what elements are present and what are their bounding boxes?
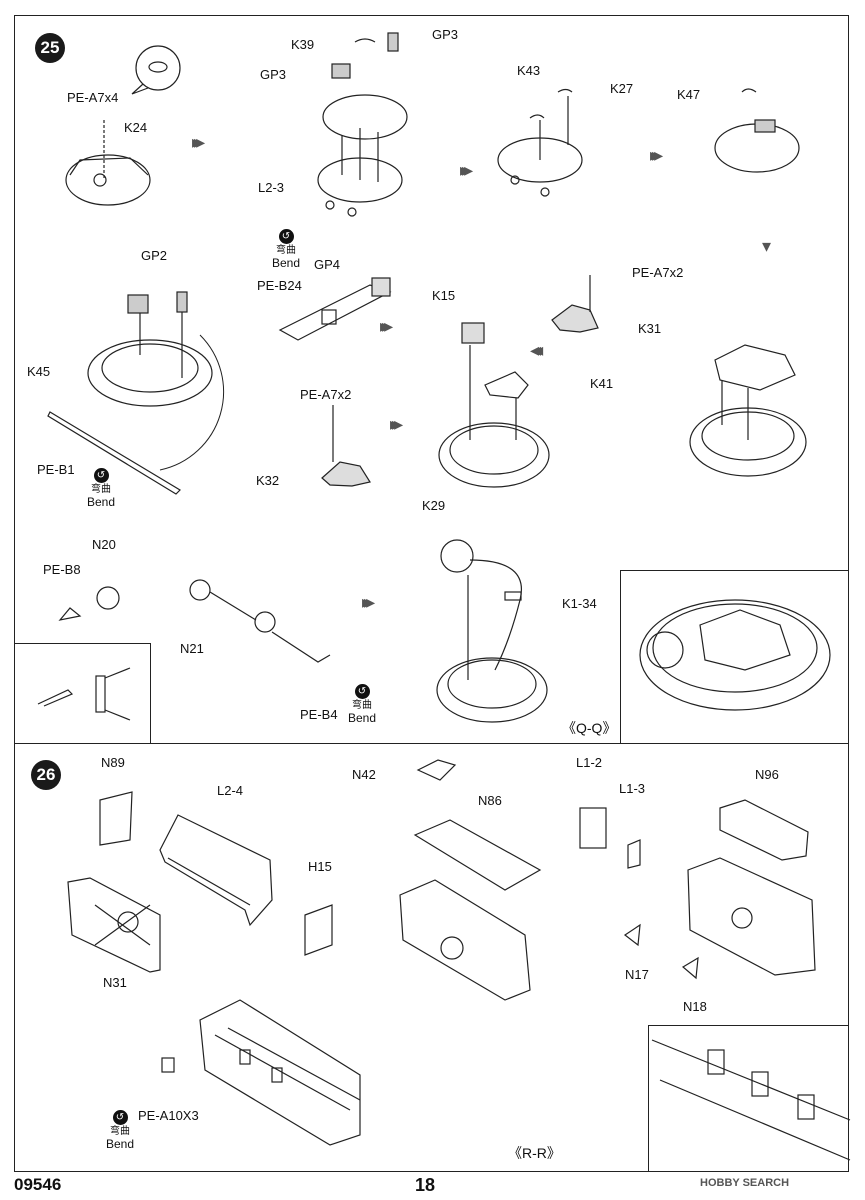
step-arrow: ▸▸▸ xyxy=(380,316,393,336)
n42-n86-box xyxy=(399,759,542,1001)
watermark: HOBBY SEARCH xyxy=(700,1177,790,1189)
bend-note: ↺ 弯曲 Bend xyxy=(86,468,116,509)
label-k29: K29 xyxy=(422,498,446,513)
label-pe-a7x2-left: PE-A7x2 xyxy=(300,387,352,402)
label-gp3-top: GP3 xyxy=(432,27,459,42)
turret-k47 xyxy=(714,88,800,173)
k32-part xyxy=(321,405,371,487)
label-k1-34: K1-34 xyxy=(562,596,597,611)
product-code: 09546 xyxy=(14,1175,62,1194)
step-arrow: ▸▸▸ xyxy=(192,132,205,152)
assembled-box-lower xyxy=(161,999,361,1146)
label-l2-3: L2-3 xyxy=(258,180,285,195)
step-arrow-down: ▾ xyxy=(762,236,771,256)
n31-bracket xyxy=(67,877,161,973)
bend-icon: ↺ xyxy=(278,229,294,244)
step-number-26: 26 xyxy=(31,760,61,790)
label-k15: K15 xyxy=(432,288,456,303)
bend-note: ↺ 弯曲 Bend xyxy=(347,684,377,725)
bend-detail-drawing xyxy=(37,667,131,721)
label-n20: N20 xyxy=(92,537,116,552)
turret-right-assembled xyxy=(689,344,807,477)
label-k41: K41 xyxy=(590,376,614,391)
section-label-qq: 《Q-Q》 xyxy=(562,720,617,736)
label-k32: K32 xyxy=(256,473,280,488)
gp4-assembly xyxy=(278,277,392,341)
turret-k43-k27 xyxy=(497,88,583,197)
k29-ring xyxy=(438,322,550,488)
n20-part xyxy=(58,586,120,621)
label-pe-a10x3: PE-A10X3 xyxy=(138,1108,199,1123)
label-gp2: GP2 xyxy=(141,248,168,263)
turret-part-k24 xyxy=(65,154,151,206)
bend-detail-inset xyxy=(14,643,151,744)
label-k27: K27 xyxy=(610,81,634,96)
qq-section-drawing xyxy=(639,599,831,711)
turret-ring-k45 xyxy=(87,291,225,471)
n89-panel xyxy=(99,791,133,846)
callout-bubble xyxy=(131,45,181,95)
pe-b1-strip xyxy=(47,411,181,495)
n21-pe-b4-assembly xyxy=(189,579,331,663)
label-k24: K24 xyxy=(124,120,148,135)
step-number-25: 25 xyxy=(35,33,65,63)
step-arrow: ▸▸▸ xyxy=(362,592,375,612)
bend-note: ↺ 弯曲 Bend xyxy=(105,1110,135,1151)
section-qq-inset xyxy=(620,570,849,744)
label-l1-3: L1-3 xyxy=(619,781,646,796)
label-gp3-left: GP3 xyxy=(260,67,287,82)
step-arrow: ▸▸▸ xyxy=(650,145,663,165)
bend-icon: ↺ xyxy=(112,1110,128,1125)
bend-note: ↺ 弯曲 Bend xyxy=(271,229,301,270)
label-n86: N86 xyxy=(478,793,502,808)
label-pe-b1: PE-B1 xyxy=(37,462,75,477)
label-n31: N31 xyxy=(103,975,127,990)
h15-panel xyxy=(304,904,333,956)
step-arrow: ▸▸▸ xyxy=(460,160,473,180)
label-k39: K39 xyxy=(291,37,315,52)
label-k45: K45 xyxy=(27,364,51,379)
bend-icon: ↺ xyxy=(93,468,109,483)
label-l2-4: L2-4 xyxy=(217,783,244,798)
section-label-rr: 《R-R》 xyxy=(508,1145,561,1161)
label-pe-a7x2-right: PE-A7x2 xyxy=(632,265,684,280)
label-n89: N89 xyxy=(101,755,125,770)
label-n18: N18 xyxy=(683,999,707,1014)
n96-box xyxy=(579,799,816,980)
label-k31: K31 xyxy=(638,321,662,336)
section-rr-inset xyxy=(648,1025,849,1172)
turret-periscope xyxy=(436,539,548,723)
label-l1-2: L1-2 xyxy=(576,755,603,770)
label-pe-b8: PE-B8 xyxy=(43,562,81,577)
l2-4-frame xyxy=(159,814,273,927)
rr-section-drawing xyxy=(651,1039,851,1161)
label-k47: K47 xyxy=(677,87,701,102)
label-pe-b24: PE-B24 xyxy=(257,278,302,293)
label-h15: H15 xyxy=(308,859,332,874)
step-arrow: ▸▸▸ xyxy=(390,414,403,434)
k31-part xyxy=(551,275,599,333)
page-number: 18 xyxy=(415,1175,436,1195)
label-k43: K43 xyxy=(517,63,541,78)
label-n17: N17 xyxy=(625,967,649,982)
step-divider xyxy=(14,743,849,744)
label-n42: N42 xyxy=(352,767,376,782)
turret-upper-gp3 xyxy=(317,32,408,217)
label-pe-a7x4: PE-A7x4 xyxy=(67,90,119,105)
label-n96: N96 xyxy=(755,767,779,782)
label-gp4: GP4 xyxy=(314,257,341,272)
bend-icon: ↺ xyxy=(354,684,370,699)
step-arrow: ◂◂◂ xyxy=(530,340,543,360)
label-pe-b4: PE-B4 xyxy=(300,707,338,722)
label-n21: N21 xyxy=(180,641,204,656)
